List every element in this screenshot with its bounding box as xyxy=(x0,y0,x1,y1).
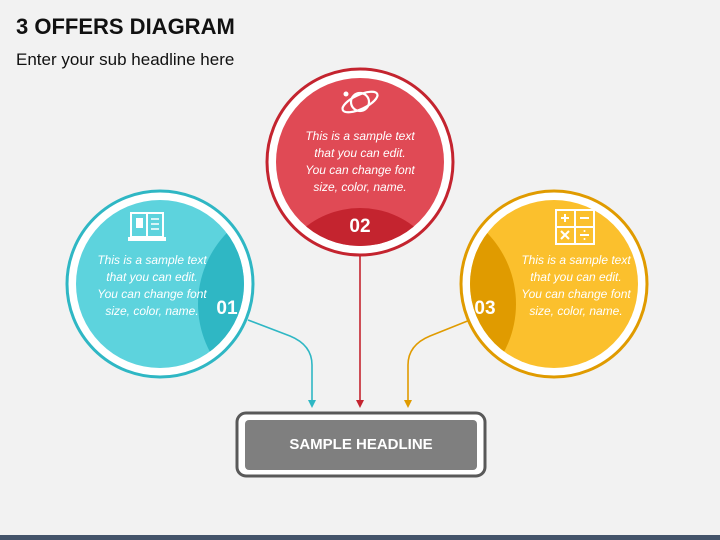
offer-text-03: This is a sample text that you can edit.… xyxy=(506,252,646,320)
offer-text-line: that you can edit. xyxy=(106,270,198,284)
offer-circle-01 xyxy=(65,189,255,379)
offer-circle-02 xyxy=(265,67,455,257)
offer-text-line: This is a sample text xyxy=(521,253,631,267)
connector-03 xyxy=(404,319,471,408)
offer-text-line: that you can edit. xyxy=(314,146,406,160)
offer-text-line: You can change font xyxy=(521,287,631,301)
offer-text-line: This is a sample text xyxy=(97,253,207,267)
offer-circle-03 xyxy=(459,189,649,379)
planet-icon xyxy=(341,90,379,114)
offer-text-line: You can change font xyxy=(305,163,415,177)
offer-text-01: This is a sample text that you can edit.… xyxy=(82,252,222,320)
headline-box-fill xyxy=(245,420,477,470)
sample-headline: SAMPLE HEADLINE xyxy=(289,436,433,453)
offer-text-line: You can change font xyxy=(97,287,207,301)
page-title: 3 OFFERS DIAGRAM xyxy=(16,14,235,39)
bottom-bar xyxy=(0,535,720,540)
offer-number-01: 01 xyxy=(216,298,238,319)
connector-01 xyxy=(247,319,316,408)
offer-text-line: This is a sample text xyxy=(305,129,415,143)
offer-number-03: 03 xyxy=(474,298,496,319)
book-icon xyxy=(128,212,166,241)
offer-text-line: size, color, name. xyxy=(105,304,199,318)
offer-number-02: 02 xyxy=(349,216,371,237)
offer-text-line: that you can edit. xyxy=(530,270,622,284)
page-subtitle: Enter your sub headline here xyxy=(16,50,235,69)
offer-text-02: This is a sample text that you can edit.… xyxy=(290,128,430,196)
offer-text-line: size, color, name. xyxy=(313,180,407,194)
calculator-icon xyxy=(555,209,595,245)
offer-text-line: size, color, name. xyxy=(529,304,623,318)
